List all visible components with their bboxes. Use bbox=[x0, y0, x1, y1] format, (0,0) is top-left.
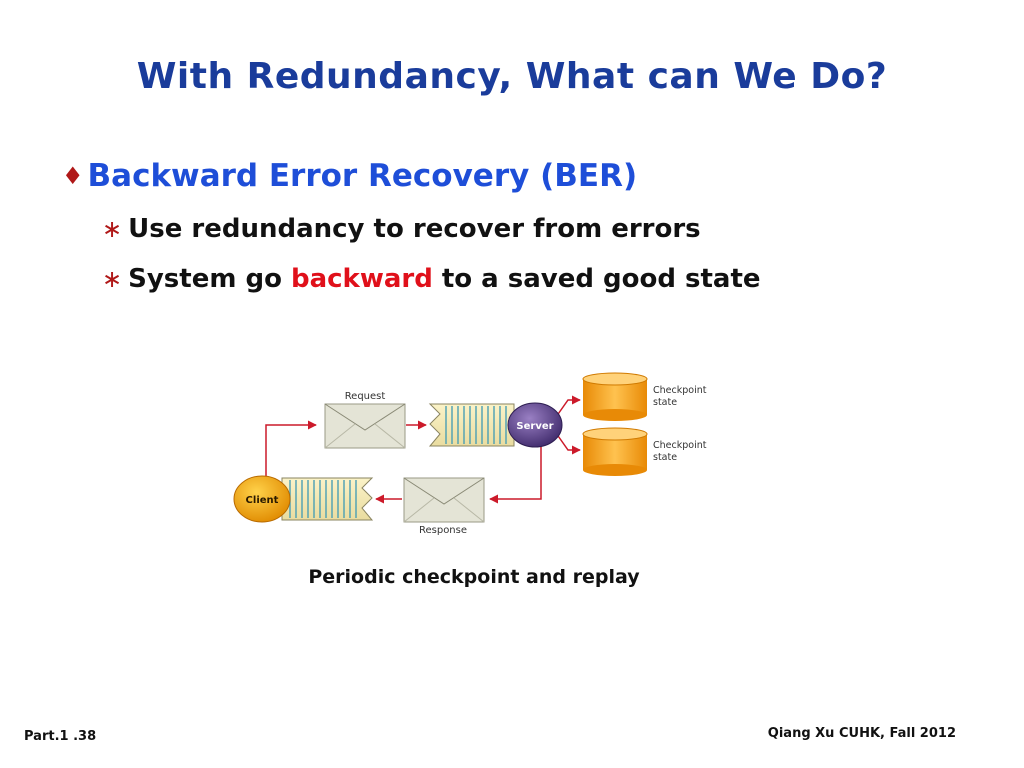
sub-bullet-1-text: Use redundancy to recover from errors bbox=[128, 214, 701, 244]
response-label: Response bbox=[419, 525, 467, 536]
slide-number: Part.1 .38 bbox=[24, 729, 97, 744]
arrow-server-to-checkpoint-2 bbox=[555, 432, 581, 455]
sub-bullet-2: ∗ System go backward to a saved good sta… bbox=[102, 264, 761, 294]
bullet-ber-text: Backward Error Recovery (BER) bbox=[87, 158, 638, 194]
checkpoint-1-label-line1: Checkpoint bbox=[653, 385, 707, 396]
arrow-server-to-response bbox=[489, 442, 542, 504]
server-queue bbox=[428, 403, 515, 447]
diagram-caption: Periodic checkpoint and replay bbox=[308, 566, 640, 588]
server-label: Server bbox=[516, 421, 553, 432]
request-label: Request bbox=[345, 391, 386, 402]
footer-credit: Qiang Xu CUHK, Fall 2012 bbox=[767, 726, 956, 741]
sub-bullet-1: ∗ Use redundancy to recover from errors bbox=[102, 214, 701, 244]
diamond-bullet-icon: ♦ bbox=[62, 162, 84, 190]
asterisk-bullet-icon: ∗ bbox=[102, 215, 123, 243]
response-envelope-icon bbox=[403, 477, 485, 523]
request-envelope-icon bbox=[324, 403, 406, 449]
checkpoint-database-2-icon bbox=[582, 427, 648, 476]
arrow-server-to-checkpoint-1 bbox=[555, 395, 581, 418]
server-node-icon bbox=[507, 402, 563, 448]
client-queue bbox=[281, 477, 374, 521]
client-node-icon bbox=[233, 475, 291, 523]
slide-title: With Redundancy, What can We Do? bbox=[136, 56, 888, 97]
checkpoint-1-label-line2: state bbox=[653, 397, 677, 408]
arrow-client-to-request bbox=[265, 420, 317, 482]
sub-bullet-2-text-before: System go bbox=[128, 264, 282, 294]
checkpoint-2-label-line1: Checkpoint bbox=[653, 440, 707, 451]
sub-bullet-2-text-after: to a saved good state bbox=[441, 264, 761, 294]
checkpoint-database-1-icon bbox=[582, 372, 648, 421]
checkpoint-2-label-line2: state bbox=[653, 452, 677, 463]
client-label: Client bbox=[246, 495, 279, 506]
bullet-ber: ♦ Backward Error Recovery (BER) bbox=[62, 158, 637, 194]
sub-bullet-2-highlight: backward bbox=[290, 264, 433, 294]
asterisk-bullet-icon: ∗ bbox=[102, 265, 123, 293]
